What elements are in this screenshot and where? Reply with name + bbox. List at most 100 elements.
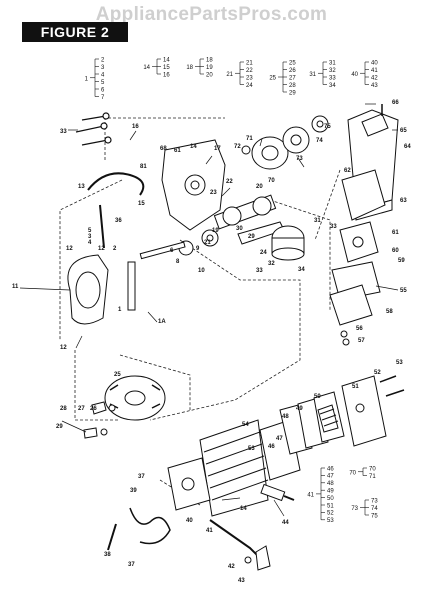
throttle-cable [209,519,263,561]
part-callout-5: 5 [88,228,92,234]
legend-item: 28 [289,83,296,89]
part-callout-58: 58 [386,309,393,315]
carburetor-bracket [339,221,379,263]
part-callout-51: 51 [352,384,359,390]
legend-item: 48 [327,481,334,487]
part-callout-26: 26 [90,406,97,412]
legend-item: 18 [206,57,213,63]
part-callout-8: 8 [176,259,180,265]
legend-item: 50 [327,496,334,502]
part-callout-2: 2 [113,246,117,252]
part-callout-61: 61 [392,230,399,236]
legend-item: 52 [327,511,334,517]
spring-washer [311,115,329,133]
legend-item: 41 [371,68,378,74]
part-callout-33: 33 [330,224,337,230]
part-callout-39: 39 [130,488,137,494]
part-callout-81: 81 [140,164,147,170]
legend-key: 25 [269,76,276,82]
leader-lines [19,103,399,517]
fuel-line [87,172,145,196]
part-callout-24: 24 [260,250,267,256]
legend-item: 20 [206,72,213,78]
part-callout-34: 34 [298,267,305,273]
screw [342,338,350,346]
clutch-shoes [282,126,310,154]
legend-key: 1 [85,76,89,82]
part-callout-54: 54 [242,422,249,428]
part-callout-22: 22 [226,179,233,185]
impulse-line [99,204,105,249]
part-callout-49: 49 [296,406,303,412]
part-callout-16: 16 [132,124,139,130]
crankshaft [213,194,277,230]
part-callout-70: 70 [268,178,275,184]
part-callout-56: 56 [356,326,363,332]
part-callout-10: 10 [198,268,205,274]
part-callout-12: 12 [66,246,73,252]
part-callout-41: 41 [206,528,213,534]
part-callout-65: 65 [400,128,407,134]
throttle-shaft [127,261,136,311]
legend-key: 31 [309,72,316,78]
legend-item: 40 [371,60,378,66]
legend-item: 74 [371,506,378,512]
legend-item: 21 [246,60,253,66]
part-callout-29: 29 [248,234,255,240]
part-callout-66: 66 [392,100,399,106]
legend-item: 49 [327,489,334,495]
figure-title: FIGURE 2 [22,22,128,42]
part-callout-60: 60 [392,248,399,254]
part-callout-47: 47 [276,436,283,442]
legend-item: 43 [371,83,378,89]
cable-boot [255,545,271,571]
part-callout-48: 48 [282,414,289,420]
part-callout-6: 6 [170,248,174,254]
part-callout-29: 29 [56,424,63,430]
tank-cap [361,113,389,137]
cylinder [199,419,269,517]
legend-key: 70 [349,470,356,476]
part-callout-59: 59 [398,258,405,264]
legend-item: 5 [101,80,105,86]
legend-item: 31 [329,60,336,66]
flywheel [104,375,166,421]
muffler-cover [341,375,387,447]
legend-item: 27 [289,75,296,81]
part-callout-28: 28 [60,406,67,412]
legend-item: 34 [329,83,336,89]
spark-plug [260,483,295,502]
part-callout-21: 21 [204,240,211,246]
part-callout-42: 42 [228,564,235,570]
part-callout-15: 15 [138,201,145,207]
part-callout-33: 33 [256,268,263,274]
legend-item: 73 [371,498,378,504]
part-callout-53: 53 [248,446,255,452]
legend-item: 32 [329,68,336,74]
part-callout-43: 43 [238,578,245,584]
muffler-bolt [385,389,405,397]
part-callout-72: 72 [234,144,241,150]
legend-item: 53 [327,518,334,524]
legend-item: 46 [327,466,334,472]
part-callout-55: 55 [400,288,407,294]
part-callout-46: 46 [268,444,275,450]
part-callout-62: 62 [344,168,351,174]
intake-plate [329,284,373,326]
part-callout-1: 1 [118,307,122,313]
part-callout-61: 61 [174,148,181,154]
part-callout-64: 64 [404,144,411,150]
part-callout-11: 11 [12,284,19,290]
part-callout-68: 68 [160,146,167,152]
clutch-drum [251,136,289,170]
part-callout-50: 50 [314,394,321,400]
part-callout-9: 9 [196,246,200,252]
